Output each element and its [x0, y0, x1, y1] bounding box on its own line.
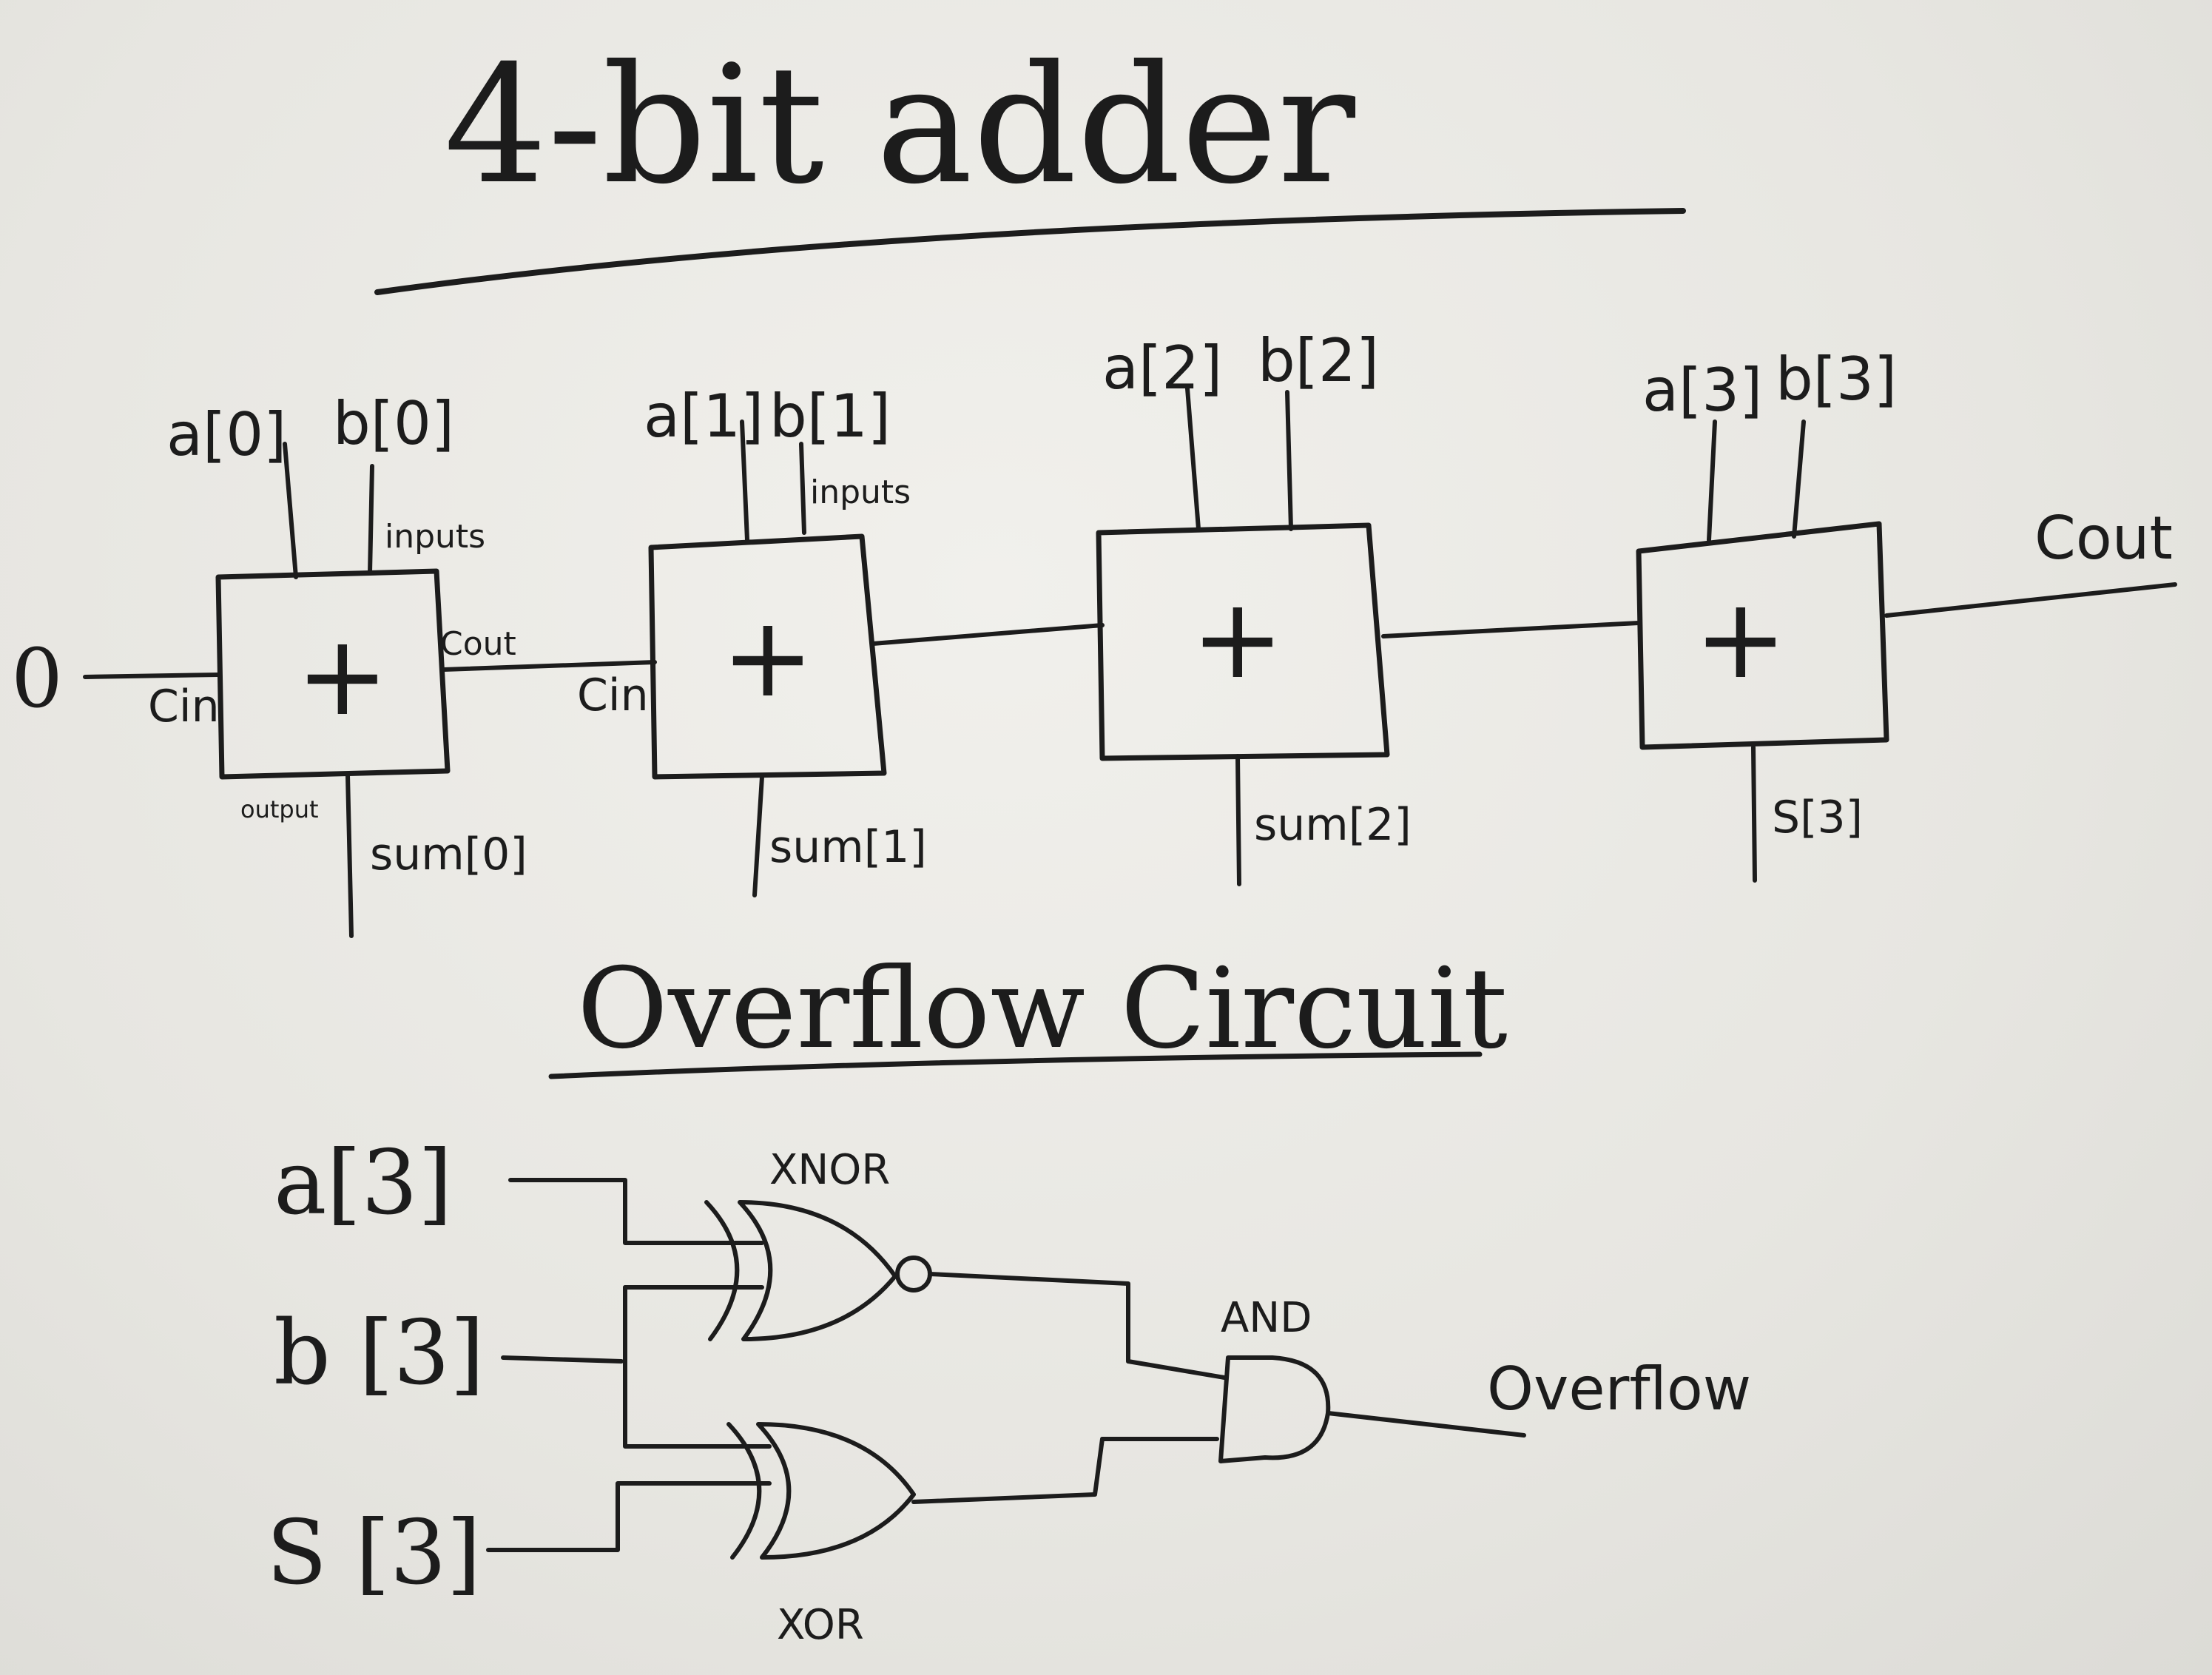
- adder-out-wire-3: [1751, 745, 1757, 883]
- wire-xor-and: [911, 1437, 1219, 1504]
- xor-gate: XOR: [726, 1422, 916, 1649]
- wire-overflow-out: [1326, 1411, 1526, 1438]
- adder-b-label-1: b[1]: [769, 382, 891, 451]
- adder-box-3: [1636, 521, 1889, 750]
- xor-back-curve: [726, 1422, 762, 1560]
- adder-block-0: + a[0] b[0] sum[0] inputs output: [166, 389, 527, 938]
- adder-a-wire-2: [1185, 386, 1201, 531]
- adder-b-label-0: b[0]: [333, 389, 454, 458]
- carry-in-value: 0: [11, 631, 63, 726]
- adder-box-0: [215, 568, 451, 780]
- adder-out-wire-2: [1235, 754, 1241, 886]
- overflow-title-underline: [548, 1051, 1483, 1079]
- cout-label-final: Cout: [2034, 504, 2173, 573]
- xnor-body: [738, 1200, 897, 1341]
- xor-label: XOR: [777, 1601, 864, 1649]
- wire-b3-xor: [623, 1285, 772, 1449]
- adder-b-label-3: b[3]: [1776, 345, 1897, 414]
- adder-sum-label-3: S[3]: [1772, 792, 1863, 843]
- adder-sum-label-0: sum[0]: [370, 829, 527, 880]
- xnor-bubble: [895, 1256, 932, 1293]
- carry-wire-1-2: [871, 623, 1105, 646]
- cin-label-2: Cin: [577, 670, 649, 721]
- xnor-label: XNOR: [769, 1146, 890, 1194]
- cout-label-small: Cout: [440, 625, 516, 663]
- and-gate: AND: [1218, 1294, 1331, 1463]
- adder-b-wire-1: [799, 442, 806, 535]
- carry-wire-0-1: [442, 660, 657, 672]
- overflow-title: Overflow Circuit: [577, 945, 1508, 1074]
- wire-b3-split: [501, 1355, 624, 1364]
- adder-block-1: + a[1] b[1] sum[1] inputs: [644, 382, 927, 897]
- xor-body: [756, 1422, 916, 1560]
- overflow-input-b3: b [3]: [274, 1302, 485, 1405]
- adder-b-wire-0: [368, 464, 374, 576]
- wire-xnor-and: [928, 1272, 1227, 1380]
- title-underline: [374, 208, 1686, 295]
- adder-block-3: + a[3] b[3] S[3]: [1636, 345, 1897, 883]
- inputs-label-1: inputs: [385, 518, 485, 556]
- carry-in-wire: [83, 673, 220, 679]
- page-title: 4-bit adder: [444, 30, 1356, 220]
- overflow-input-s3: S [3]: [266, 1502, 481, 1605]
- carry-wire-2-3: [1381, 621, 1641, 638]
- adder-box-2: [1096, 522, 1390, 761]
- adder-out-wire-1: [752, 775, 764, 897]
- carry-out-wire: [1884, 582, 2177, 618]
- adder-sum-label-2: sum[2]: [1254, 799, 1412, 851]
- overflow-input-a3: a[3]: [274, 1132, 453, 1235]
- adder-block-2: + a[2] b[2] sum[2]: [1096, 326, 1412, 886]
- adder-a-wire-0: [283, 442, 298, 579]
- adder-a-wire-1: [740, 419, 749, 542]
- wire-s3-xor: [486, 1481, 772, 1552]
- adder-a-wire-3: [1707, 419, 1717, 542]
- adder-box-1: [648, 533, 887, 780]
- adder-b-wire-2: [1285, 390, 1293, 531]
- adder-b-label-2: b[2]: [1258, 326, 1379, 395]
- adder-a-label-1: a[1]: [644, 382, 763, 451]
- xnor-back-curve: [704, 1200, 740, 1341]
- adder-out-wire-0: [345, 773, 354, 938]
- adder-a-label-3: a[3]: [1642, 356, 1762, 425]
- adder-plus-1: +: [721, 593, 815, 722]
- overflow-output-label: Overflow: [1487, 1355, 1751, 1423]
- output-label: output: [240, 795, 319, 823]
- and-label: AND: [1221, 1294, 1312, 1342]
- adder-a-label-2: a[2]: [1102, 334, 1222, 402]
- xnor-gate: XNOR: [704, 1146, 932, 1341]
- and-body: [1218, 1355, 1331, 1463]
- inputs-label-2: inputs: [810, 473, 911, 511]
- adder-plus-3: +: [1694, 575, 1787, 704]
- adder-sum-label-1: sum[1]: [769, 821, 927, 873]
- adder-plus-0: +: [296, 612, 389, 741]
- adder-b-wire-3: [1792, 419, 1806, 539]
- wire-a3-xnor: [508, 1178, 764, 1245]
- adder-a-label-0: a[0]: [166, 400, 286, 469]
- cin-label-1: Cin: [148, 681, 220, 732]
- adder-plus-2: +: [1191, 575, 1284, 704]
